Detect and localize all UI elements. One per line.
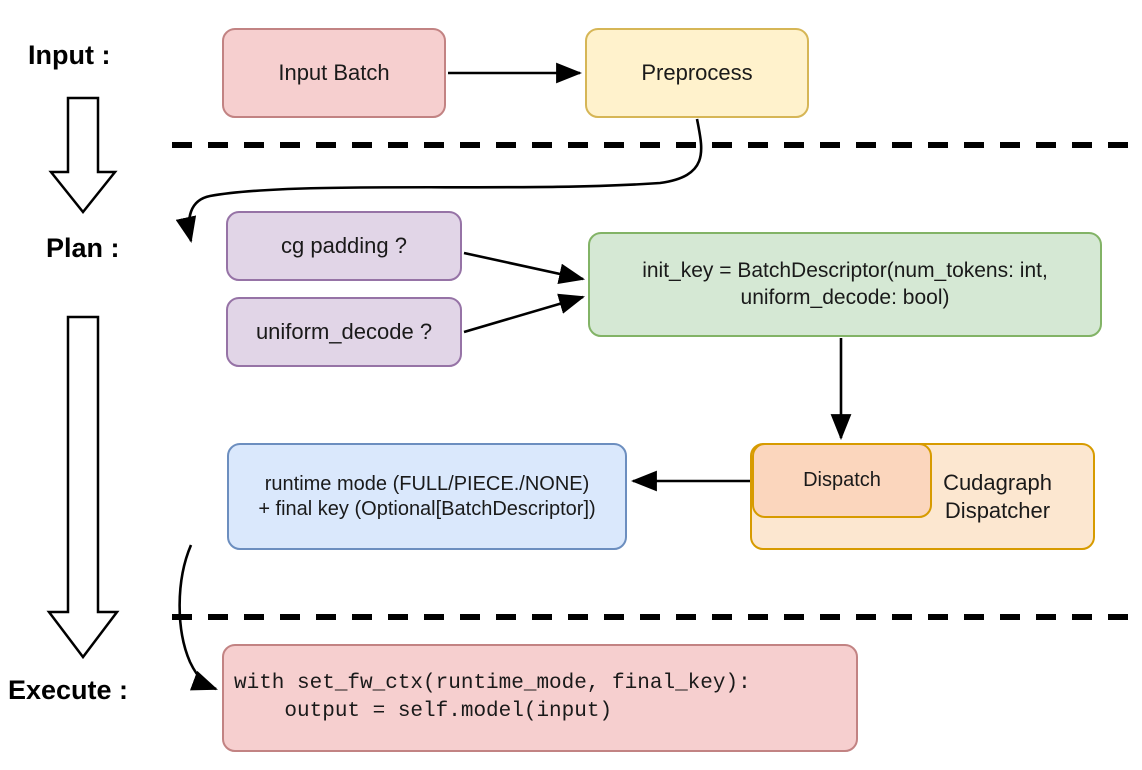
node-input-batch-label: Input Batch — [278, 60, 390, 86]
stage-label-plan: Plan : — [46, 233, 120, 263]
node-uniform-decode[interactable]: uniform_decode ? — [226, 297, 462, 367]
stage-arrow-plan-to-execute — [46, 315, 120, 660]
node-runtime-mode-label: runtime mode (FULL/PIECE./NONE) + final … — [258, 472, 596, 520]
edge-uniform-decode-to-init-key — [463, 293, 585, 334]
node-preprocess-label: Preprocess — [641, 60, 753, 86]
node-cg-padding[interactable]: cg padding ? — [226, 211, 462, 281]
node-init-key-label: init_key = BatchDescriptor(num_tokens: i… — [642, 259, 1048, 309]
stage-label-input: Input : — [28, 40, 111, 70]
edge-runtime-mode-to-execute-code — [178, 544, 218, 691]
node-preprocess[interactable]: Preprocess — [585, 28, 809, 118]
node-cg-padding-label: cg padding ? — [281, 233, 407, 259]
stage-label-execute: Execute : — [8, 675, 129, 705]
node-dispatch-label: Dispatch — [803, 469, 881, 491]
node-execute-code[interactable]: with set_fw_ctx(runtime_mode, final_key)… — [222, 644, 858, 752]
node-execute-code-label: with set_fw_ctx(runtime_mode, final_key)… — [234, 671, 751, 723]
edge-cg-padding-to-init-key — [463, 251, 586, 285]
node-input-batch[interactable]: Input Batch — [222, 28, 446, 118]
node-uniform-decode-label: uniform_decode ? — [255, 319, 433, 345]
node-cudagraph-dispatcher-label: Cudagraph Dispatcher — [943, 470, 1052, 523]
node-runtime-mode[interactable]: runtime mode (FULL/PIECE./NONE) + final … — [227, 443, 627, 550]
node-dispatch[interactable]: Dispatch — [752, 443, 932, 518]
node-init-key[interactable]: init_key = BatchDescriptor(num_tokens: i… — [588, 232, 1102, 337]
stage-arrow-input-to-plan — [48, 96, 118, 215]
